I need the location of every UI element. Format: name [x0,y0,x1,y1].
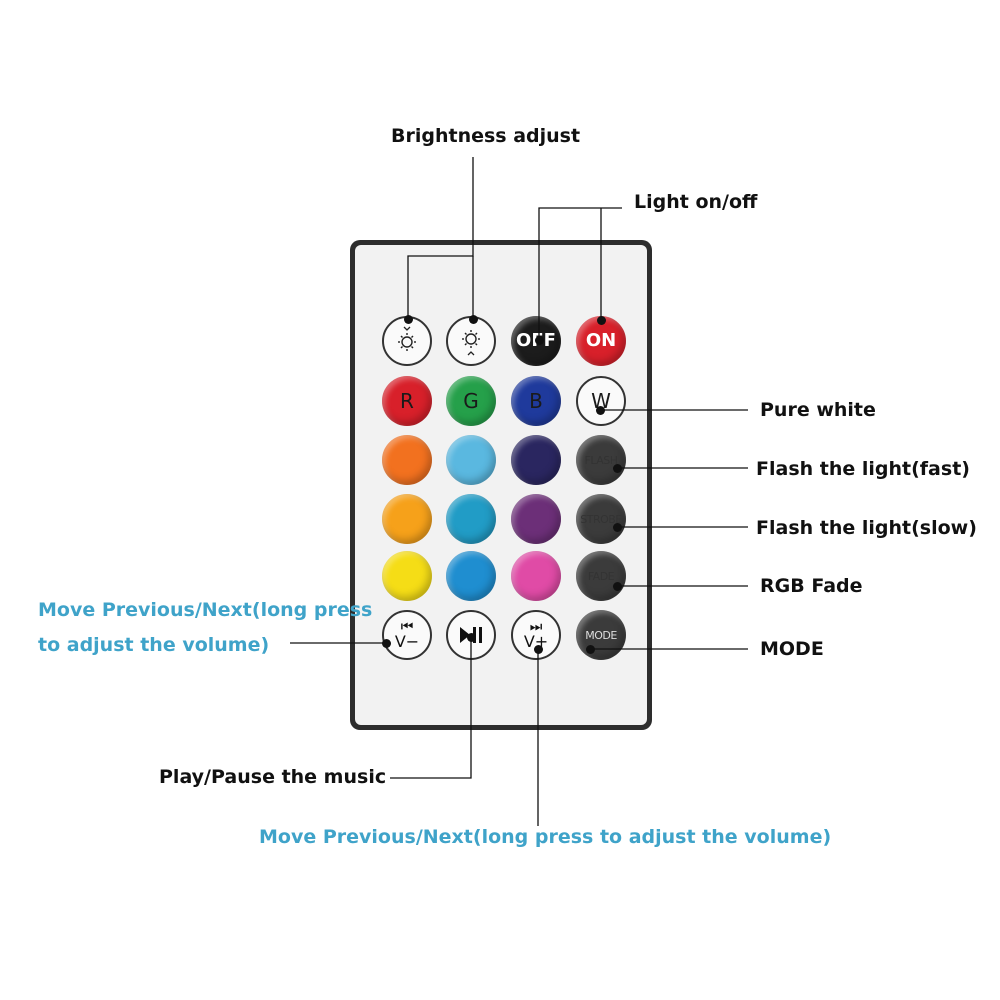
callout-dot-prev [381,638,391,648]
mode-button[interactable]: MODE [576,610,626,660]
vol-down-label: V− [394,632,420,651]
rgb-fade-label: RGB Fade [760,575,863,597]
prev-next-bottom-label: Move Previous/Next(long press to adjust … [259,826,832,848]
callout-dot-flash [612,463,622,473]
sky-blue-button[interactable] [446,551,496,601]
brightness-down-button[interactable] [382,316,432,366]
callout-dot-white [595,405,605,415]
white-button-label: W [591,389,611,413]
mode-label: MODE [760,638,824,660]
red-button[interactable]: R [382,376,432,426]
sun-arrow-up-icon [462,330,480,356]
pure-white-label: Pure white [760,399,876,421]
previous-icon: ⏮ [400,619,414,635]
fade-button-label: FADE [587,569,615,583]
vol-up-label: V+ [523,632,549,651]
callout-dot-mode [585,644,595,654]
next-icon: ⏭ [529,619,543,635]
callout-dot-play [466,632,476,642]
green-button-label: G [463,389,479,413]
prev-next-left-label-line1: Move Previous/Next(long press [38,599,373,621]
flash-button-label: FLASH [584,453,619,467]
orange-button[interactable] [382,435,432,485]
brightness-adjust-label: Brightness adjust [391,125,581,147]
callout-dot-brightness-down [403,314,413,324]
blue-button[interactable]: B [511,376,561,426]
flash-slow-label: Flash the light(slow) [756,517,977,539]
callout-dot-on [596,315,606,325]
navy-button[interactable] [511,435,561,485]
callout-dot-off [534,335,544,345]
flash-button[interactable]: FLASH [576,435,626,485]
red-button-label: R [400,389,414,413]
on-button-label: ON [585,330,617,351]
previous-volume-down-button[interactable]: ⏮ V− [382,610,432,660]
strobe-button[interactable]: STROBE [576,494,626,544]
mode-button-label: MODE [585,628,617,642]
purple-button[interactable] [511,494,561,544]
callout-dot-fade [612,581,622,591]
pink-button[interactable] [511,551,561,601]
sun-arrow-down-icon [398,326,416,351]
yellow-button[interactable] [382,551,432,601]
fade-button[interactable]: FADE [576,551,626,601]
strobe-button-label: STROBE [580,512,622,526]
callout-dot-brightness-up [468,314,478,324]
play-pause-label: Play/Pause the music [159,766,387,788]
blue-button-label: B [529,389,543,413]
brightness-up-button[interactable] [446,316,496,366]
white-button[interactable]: W [576,376,626,426]
callout-dot-next [533,644,543,654]
light-blue-button[interactable] [446,435,496,485]
flash-fast-label: Flash the light(fast) [756,458,970,480]
prev-next-left-label-line2: to adjust the volume) [38,634,270,656]
callout-dot-strobe [612,522,622,532]
light-onoff-label: Light on/off [634,191,758,213]
teal-button[interactable] [446,494,496,544]
green-button[interactable]: G [446,376,496,426]
amber-button[interactable] [382,494,432,544]
